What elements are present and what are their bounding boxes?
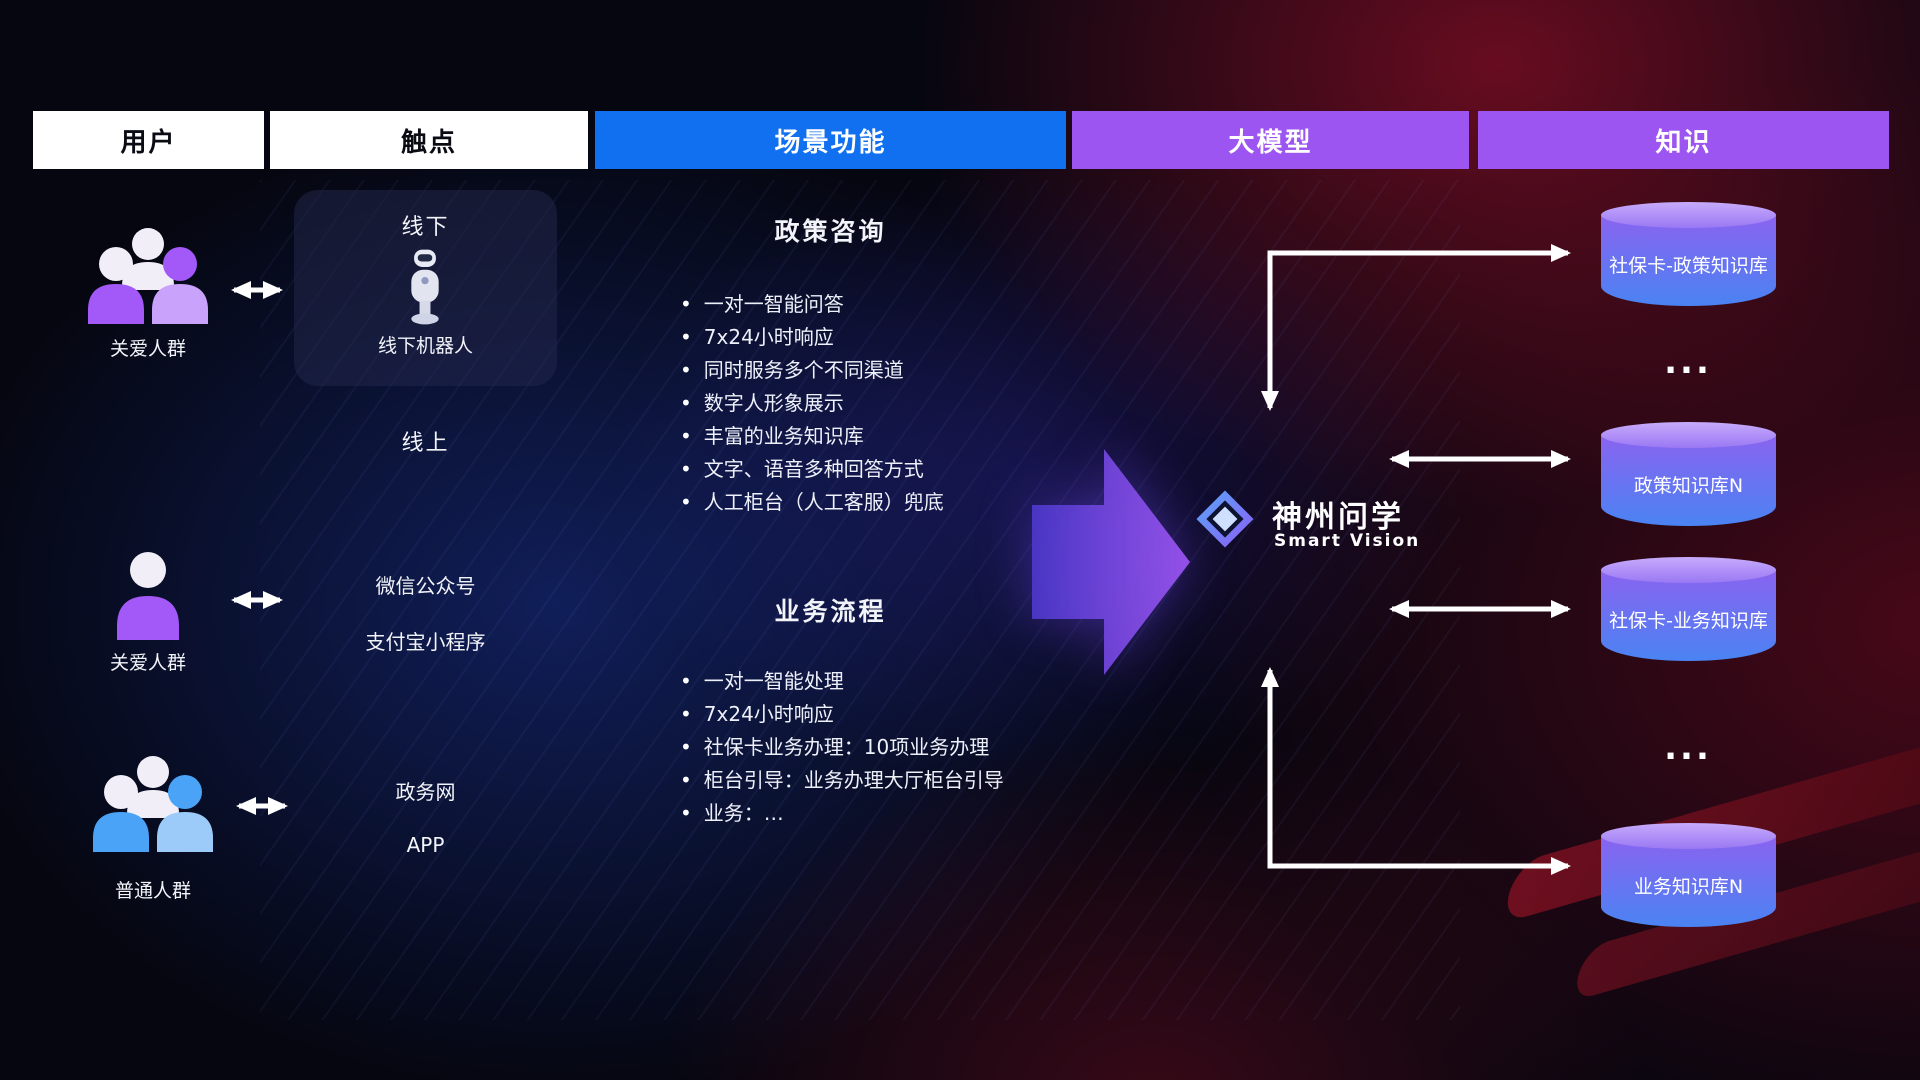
knowledge-db-2: 政策知识库N xyxy=(1601,422,1776,526)
user-group-icon xyxy=(88,228,208,324)
feature-bullet: 文字、语音多种回答方式 xyxy=(680,453,944,486)
db-cylinder-body: 业务知识库N xyxy=(1601,836,1776,927)
business-process-title: 业务流程 xyxy=(774,597,887,626)
policy-consulting-title: 政策咨询 xyxy=(774,217,887,246)
user-label: 关爱人群 xyxy=(109,652,186,674)
db-cylinder-body: 政策知识库N xyxy=(1601,435,1776,526)
header-knowledge-label: 知识 xyxy=(1655,127,1712,158)
feature-bullet: 7x24小时响应 xyxy=(680,321,944,354)
header-scenario-functions: 场景功能 xyxy=(595,111,1066,169)
db-cylinder-top xyxy=(1601,422,1776,448)
header-knowledge: 知识 xyxy=(1478,111,1889,169)
policy-consulting-list: 一对一智能问答7x24小时响应同时服务多个不同渠道数字人形象展示丰富的业务知识库… xyxy=(680,288,944,519)
feature-bullet: 数字人形象展示 xyxy=(680,387,944,420)
business-process-list: 一对一智能处理7x24小时响应社保卡业务办理：10项业务办理柜台引导：业务办理大… xyxy=(680,665,1004,830)
feature-bullet: 柜台引导：业务办理大厅柜台引导 xyxy=(680,764,1004,797)
header-users: 用户 xyxy=(33,111,264,169)
db-label: 社保卡-业务知识库 xyxy=(1609,609,1768,632)
robot-icon xyxy=(411,249,439,325)
online-title: 线上 xyxy=(401,431,450,456)
wechat-touchpoint-label: 微信公众号 xyxy=(375,574,476,598)
user-item-care-group-1 xyxy=(78,222,218,336)
feature-bullet: 一对一智能处理 xyxy=(680,665,1004,698)
brand-diamond-icon xyxy=(1196,490,1254,548)
header-touchpoints-label: 触点 xyxy=(400,127,457,158)
db-label: 政策知识库N xyxy=(1633,474,1744,497)
user-label: 关爱人群 xyxy=(109,338,186,360)
brand-name: 神州问学 xyxy=(1272,500,1404,535)
gov-web-touchpoint-label: 政务网 xyxy=(395,780,456,804)
feature-bullet: 同时服务多个不同渠道 xyxy=(680,354,944,387)
feature-bullet: 人工柜台（人工客服）兜底 xyxy=(680,486,944,519)
header-large-model-label: 大模型 xyxy=(1228,127,1313,158)
db-cylinder-top xyxy=(1601,823,1776,849)
knowledge-db-4: 业务知识库N xyxy=(1601,823,1776,927)
db-cylinder-top xyxy=(1601,557,1776,583)
user-icon xyxy=(117,552,179,640)
user-group-icon xyxy=(93,756,213,852)
knowledge-db-1: 社保卡-政策知识库 xyxy=(1601,202,1776,306)
db-cylinder-body: 社保卡-业务知识库 xyxy=(1601,570,1776,661)
knowledge-db-3: 社保卡-业务知识库 xyxy=(1601,557,1776,661)
brand-subtitle: Smart Vision xyxy=(1274,531,1421,551)
feature-bullet: 丰富的业务知识库 xyxy=(680,420,944,453)
offline-robot-label: 线下机器人 xyxy=(377,335,473,357)
offline-touchpoint-card: 线下 线下机器人 xyxy=(294,190,557,386)
model-to-db1-elbow-arrow xyxy=(1261,244,1571,411)
db-cylinder-body: 社保卡-政策知识库 xyxy=(1601,215,1776,306)
user-item-general-group xyxy=(83,750,223,864)
model-to-db4-elbow-arrow xyxy=(1261,667,1571,875)
feature-bullet: 业务：… xyxy=(680,797,1004,830)
db-cylinder-top xyxy=(1601,202,1776,228)
feature-bullet: 社保卡业务办理：10项业务办理 xyxy=(680,731,1004,764)
header-users-label: 用户 xyxy=(120,127,177,158)
alipay-touchpoint-label: 支付宝小程序 xyxy=(365,630,486,654)
user-label: 普通人群 xyxy=(114,880,191,902)
header-scenario-functions-label: 场景功能 xyxy=(774,127,887,158)
ellipsis-bottom: ... xyxy=(1664,728,1712,768)
db-label: 社保卡-政策知识库 xyxy=(1609,254,1768,277)
feature-bullet: 7x24小时响应 xyxy=(680,698,1004,731)
user-item-care-group-2 xyxy=(113,548,183,647)
header-touchpoints: 触点 xyxy=(270,111,588,169)
app-touchpoint-label: APP xyxy=(406,833,445,857)
ellipsis-top: ... xyxy=(1664,342,1712,382)
header-large-model: 大模型 xyxy=(1072,111,1469,169)
feature-bullet: 一对一智能问答 xyxy=(680,288,944,321)
flow-arrow-icon xyxy=(1032,449,1190,675)
offline-title: 线下 xyxy=(401,215,450,240)
db-label: 业务知识库N xyxy=(1633,875,1744,898)
